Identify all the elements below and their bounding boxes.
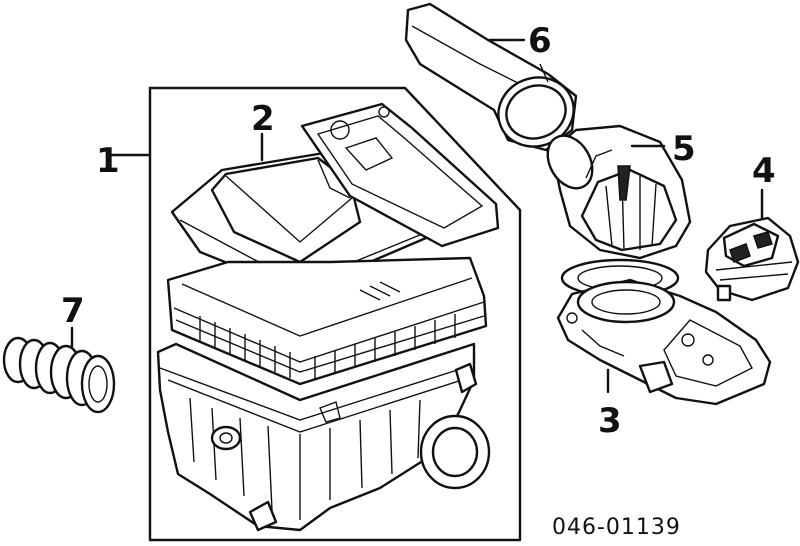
air-flow-meter-housing xyxy=(546,124,692,298)
assembly-frame xyxy=(110,86,522,542)
callout-6: 6 xyxy=(528,21,552,61)
callout-7: 7 xyxy=(61,291,85,331)
leader-lines xyxy=(70,38,764,394)
corrugated-hose xyxy=(2,336,116,414)
air-cleaner-case xyxy=(156,342,491,532)
callout-3: 3 xyxy=(598,401,622,441)
callout-4: 4 xyxy=(752,151,776,191)
callout-5: 5 xyxy=(672,129,696,169)
sensor-module xyxy=(704,216,800,302)
diagram-code: 046-01139 xyxy=(552,515,681,540)
air-cleaner-cap xyxy=(170,102,500,294)
callout-1: 1 xyxy=(96,141,120,181)
callout-2: 2 xyxy=(251,99,275,139)
air-filter-element xyxy=(166,256,488,386)
intake-hose xyxy=(404,2,578,152)
air-flow-meter-base xyxy=(556,278,772,406)
